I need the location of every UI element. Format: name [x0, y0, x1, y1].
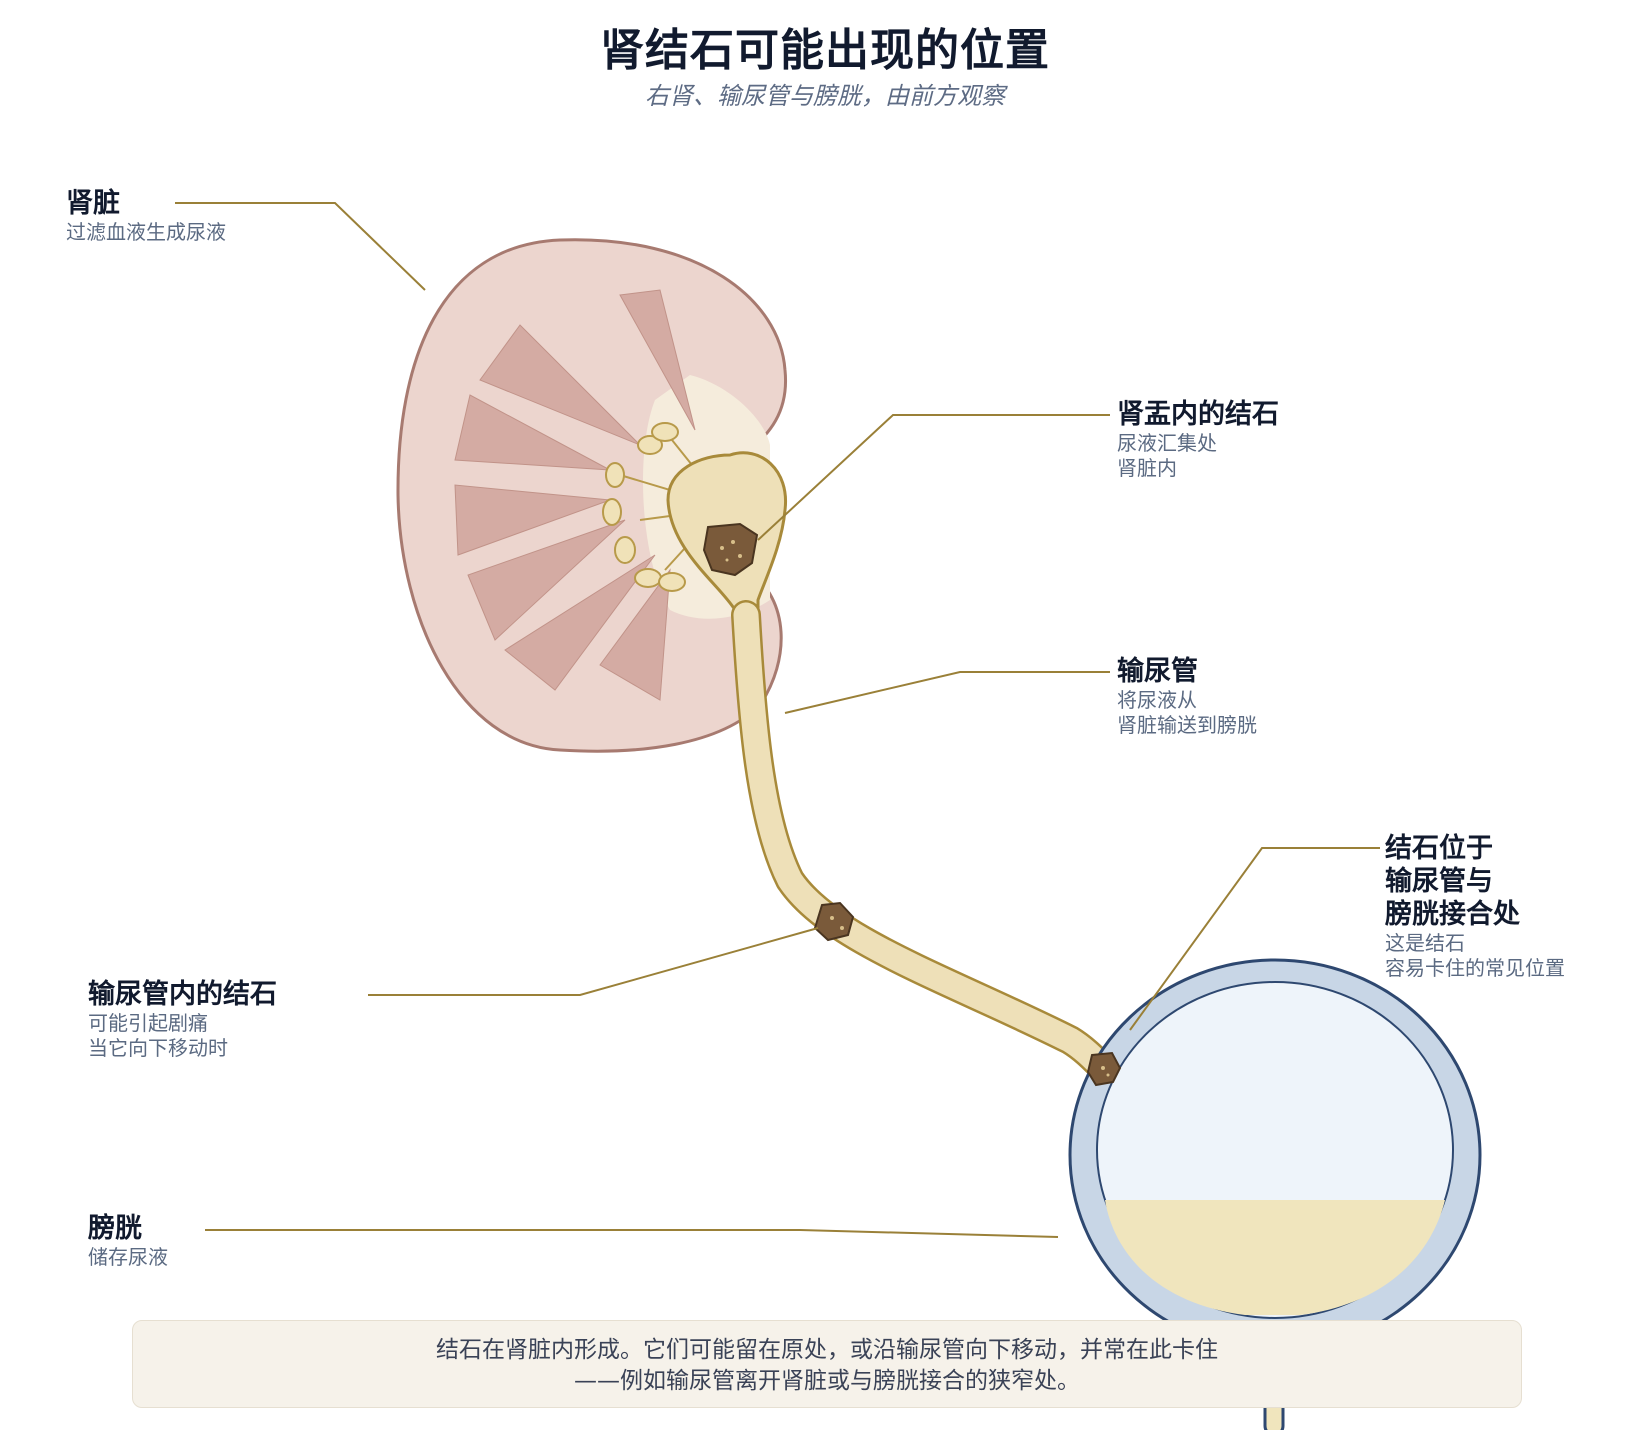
label-ureter-stone: 输尿管内的结石 可能引起剧痛 当它向下移动时 — [88, 979, 277, 1060]
stone-ureterovesical-junction — [1086, 1051, 1122, 1087]
leader-lines — [175, 202, 1380, 1238]
summary-note: 结石在肾脏内形成。它们可能留在原处，或沿输尿管向下移动，并常在此卡住 ——例如输… — [132, 1320, 1522, 1408]
summary-line-1: 结石在肾脏内形成。它们可能留在原处，或沿输尿管向下移动，并常在此卡住 — [436, 1337, 1218, 1363]
leader-bladder — [205, 1229, 1059, 1238]
kidney — [396, 238, 788, 753]
label-renal-pelvis-stone: 肾盂内的结石 尿液汇集处 肾脏内 — [1117, 399, 1279, 480]
ureter-tube — [731, 600, 1155, 1115]
leader-ureter-stone — [368, 927, 819, 996]
label-kidney: 肾脏 过滤血液生成尿液 — [66, 188, 226, 244]
leader-ureter — [784, 671, 1110, 714]
page-title: 肾结石可能出现的位置 — [600, 25, 1050, 76]
label-bladder: 膀胱 储存尿液 — [88, 1213, 168, 1269]
bladder — [1068, 958, 1482, 1430]
leader-kidney — [175, 202, 426, 291]
urine-level — [1105, 1200, 1445, 1315]
summary-line-2: ——例如输尿管离开肾脏或与膀胱接合的狭窄处。 — [574, 1368, 1080, 1394]
leader-pelvis-stone — [757, 414, 1110, 541]
renal-pyramids — [454, 289, 696, 701]
page-subtitle: 右肾、输尿管与膀胱，由前方观察 — [645, 82, 1005, 110]
label-ureter: 输尿管 将尿液从 肾脏输送到膀胱 — [1117, 656, 1257, 737]
stone-renal-pelvis — [702, 522, 759, 577]
label-ureterovesical-stone: 结石位于 输尿管与 膀胱接合处 这是结石 容易卡住的常见位置 — [1385, 833, 1565, 980]
stone-ureter — [813, 901, 855, 942]
leader-ujunction — [1129, 847, 1380, 1031]
ureter-lumen — [733, 602, 1153, 1113]
